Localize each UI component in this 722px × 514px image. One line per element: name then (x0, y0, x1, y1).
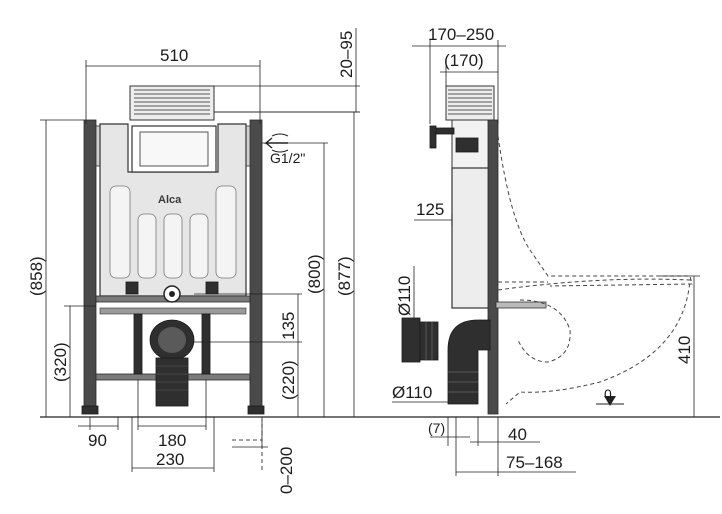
dim-180: 180 (158, 431, 186, 450)
dim-20-95: 20–95 (337, 31, 356, 78)
side-view: 0 (401, 85, 693, 415)
dim-7: (7) (428, 420, 445, 436)
dim-877: (877) (335, 256, 354, 296)
zero-mark: 0 (604, 386, 612, 402)
dim-858: (858) (27, 256, 46, 296)
dim-d110-bottom: Ø110 (392, 383, 432, 402)
wc-pan-outline (497, 135, 693, 405)
dim-220: (220) (279, 360, 298, 400)
side-drain-bend (447, 319, 491, 405)
frame-post-right (249, 119, 263, 413)
dim-170: (170) (444, 51, 484, 70)
dim-170-250: 170–250 (428, 25, 494, 44)
side-frame-post (487, 119, 499, 415)
cistern-top-grille (129, 85, 215, 121)
dim-d110-top: Ø110 (395, 276, 414, 316)
front-dimensions: 510 20–95 G1/2" (858) (320) (800) (877) … (27, 28, 360, 494)
dim-0-200: 0–200 (277, 447, 296, 494)
dim-g12: G1/2" (270, 150, 305, 166)
dim-800: (800) (305, 254, 324, 294)
dim-90: 90 (88, 431, 107, 450)
brand-logo: Alca (158, 194, 182, 206)
side-dimensions: 170–250 (170) 125 Ø110 Ø110 (7) 40 75–16… (392, 25, 700, 476)
front-view: Alca (81, 85, 289, 415)
dim-135: 135 (279, 312, 298, 340)
dim-320: (320) (51, 342, 70, 382)
side-cistern (451, 167, 491, 309)
dim-410: 410 (675, 336, 694, 364)
dim-75-168: 75–168 (506, 453, 563, 472)
dim-125: 125 (416, 200, 444, 219)
frame-post-left (83, 119, 97, 413)
dim-230: 230 (156, 450, 184, 469)
dim-40: 40 (508, 425, 527, 444)
dim-510: 510 (160, 46, 188, 65)
